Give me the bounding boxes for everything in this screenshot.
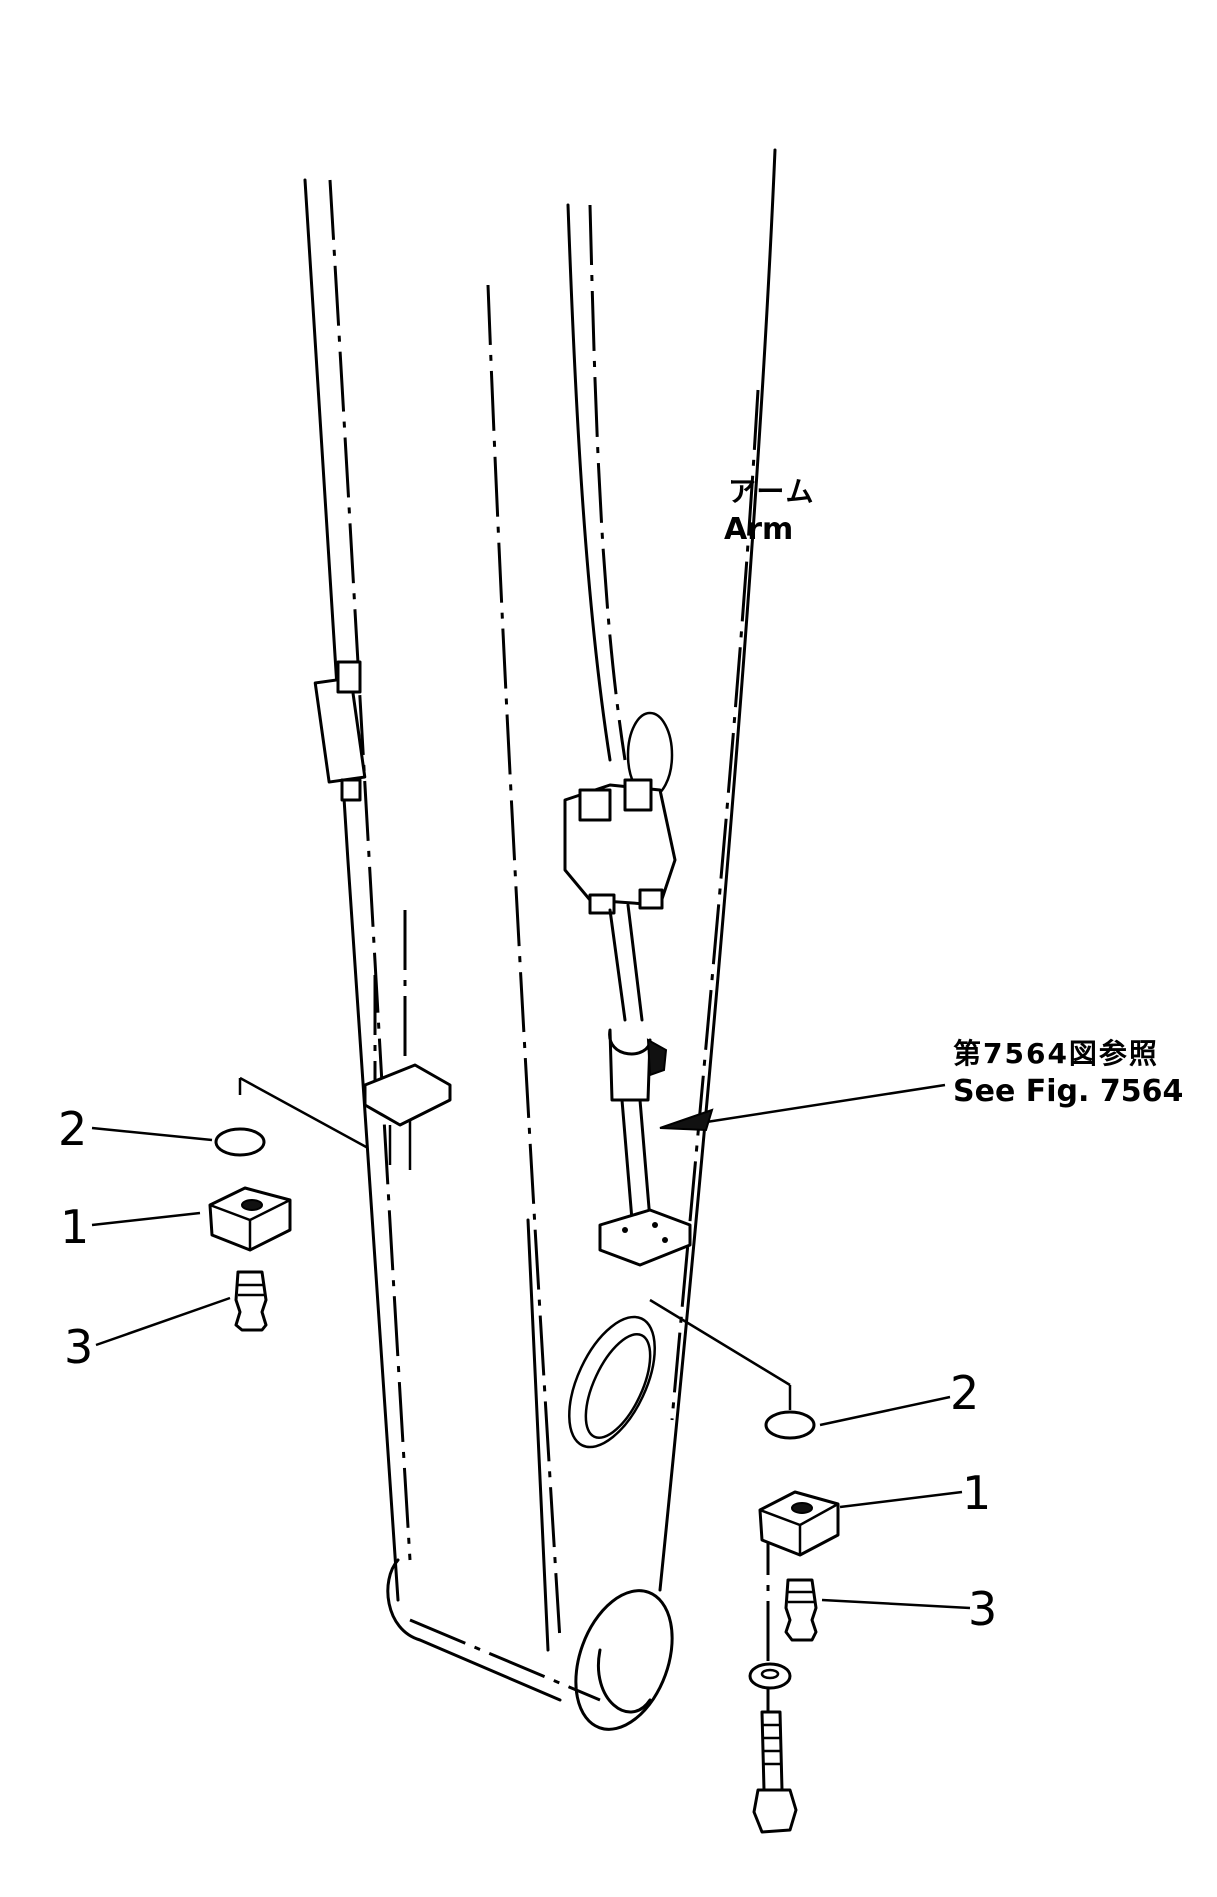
right-valve-assembly bbox=[563, 711, 692, 1267]
right-block bbox=[758, 1490, 840, 1557]
leader-lines bbox=[238, 1076, 946, 1830]
left-bracket bbox=[363, 910, 452, 1170]
left-valve-body bbox=[313, 660, 367, 802]
callout-left-2: 2 bbox=[58, 1102, 88, 1156]
callout-leaders bbox=[91, 1126, 971, 1610]
see-fig-label-en: See Fig. 7564 bbox=[953, 1074, 1184, 1109]
left-nipple bbox=[234, 1270, 268, 1332]
callout-right-1: 1 bbox=[962, 1466, 992, 1520]
right-o-ring bbox=[764, 1410, 816, 1440]
arm-label-en: Arm bbox=[724, 512, 794, 547]
arm-outline bbox=[303, 148, 777, 1731]
left-o-ring bbox=[214, 1127, 266, 1157]
right-washer bbox=[748, 1662, 792, 1690]
left-block bbox=[208, 1186, 292, 1252]
callout-left-1: 1 bbox=[60, 1200, 90, 1254]
callout-left-3: 3 bbox=[64, 1320, 94, 1374]
callout-right-2: 2 bbox=[950, 1366, 980, 1420]
right-nipple bbox=[784, 1578, 818, 1642]
callout-right-3: 3 bbox=[968, 1582, 998, 1636]
see-fig-label-jp: 第7564図参照 bbox=[953, 1037, 1159, 1070]
right-bolt bbox=[752, 1710, 798, 1834]
arm-label-jp: アーム bbox=[728, 475, 816, 508]
